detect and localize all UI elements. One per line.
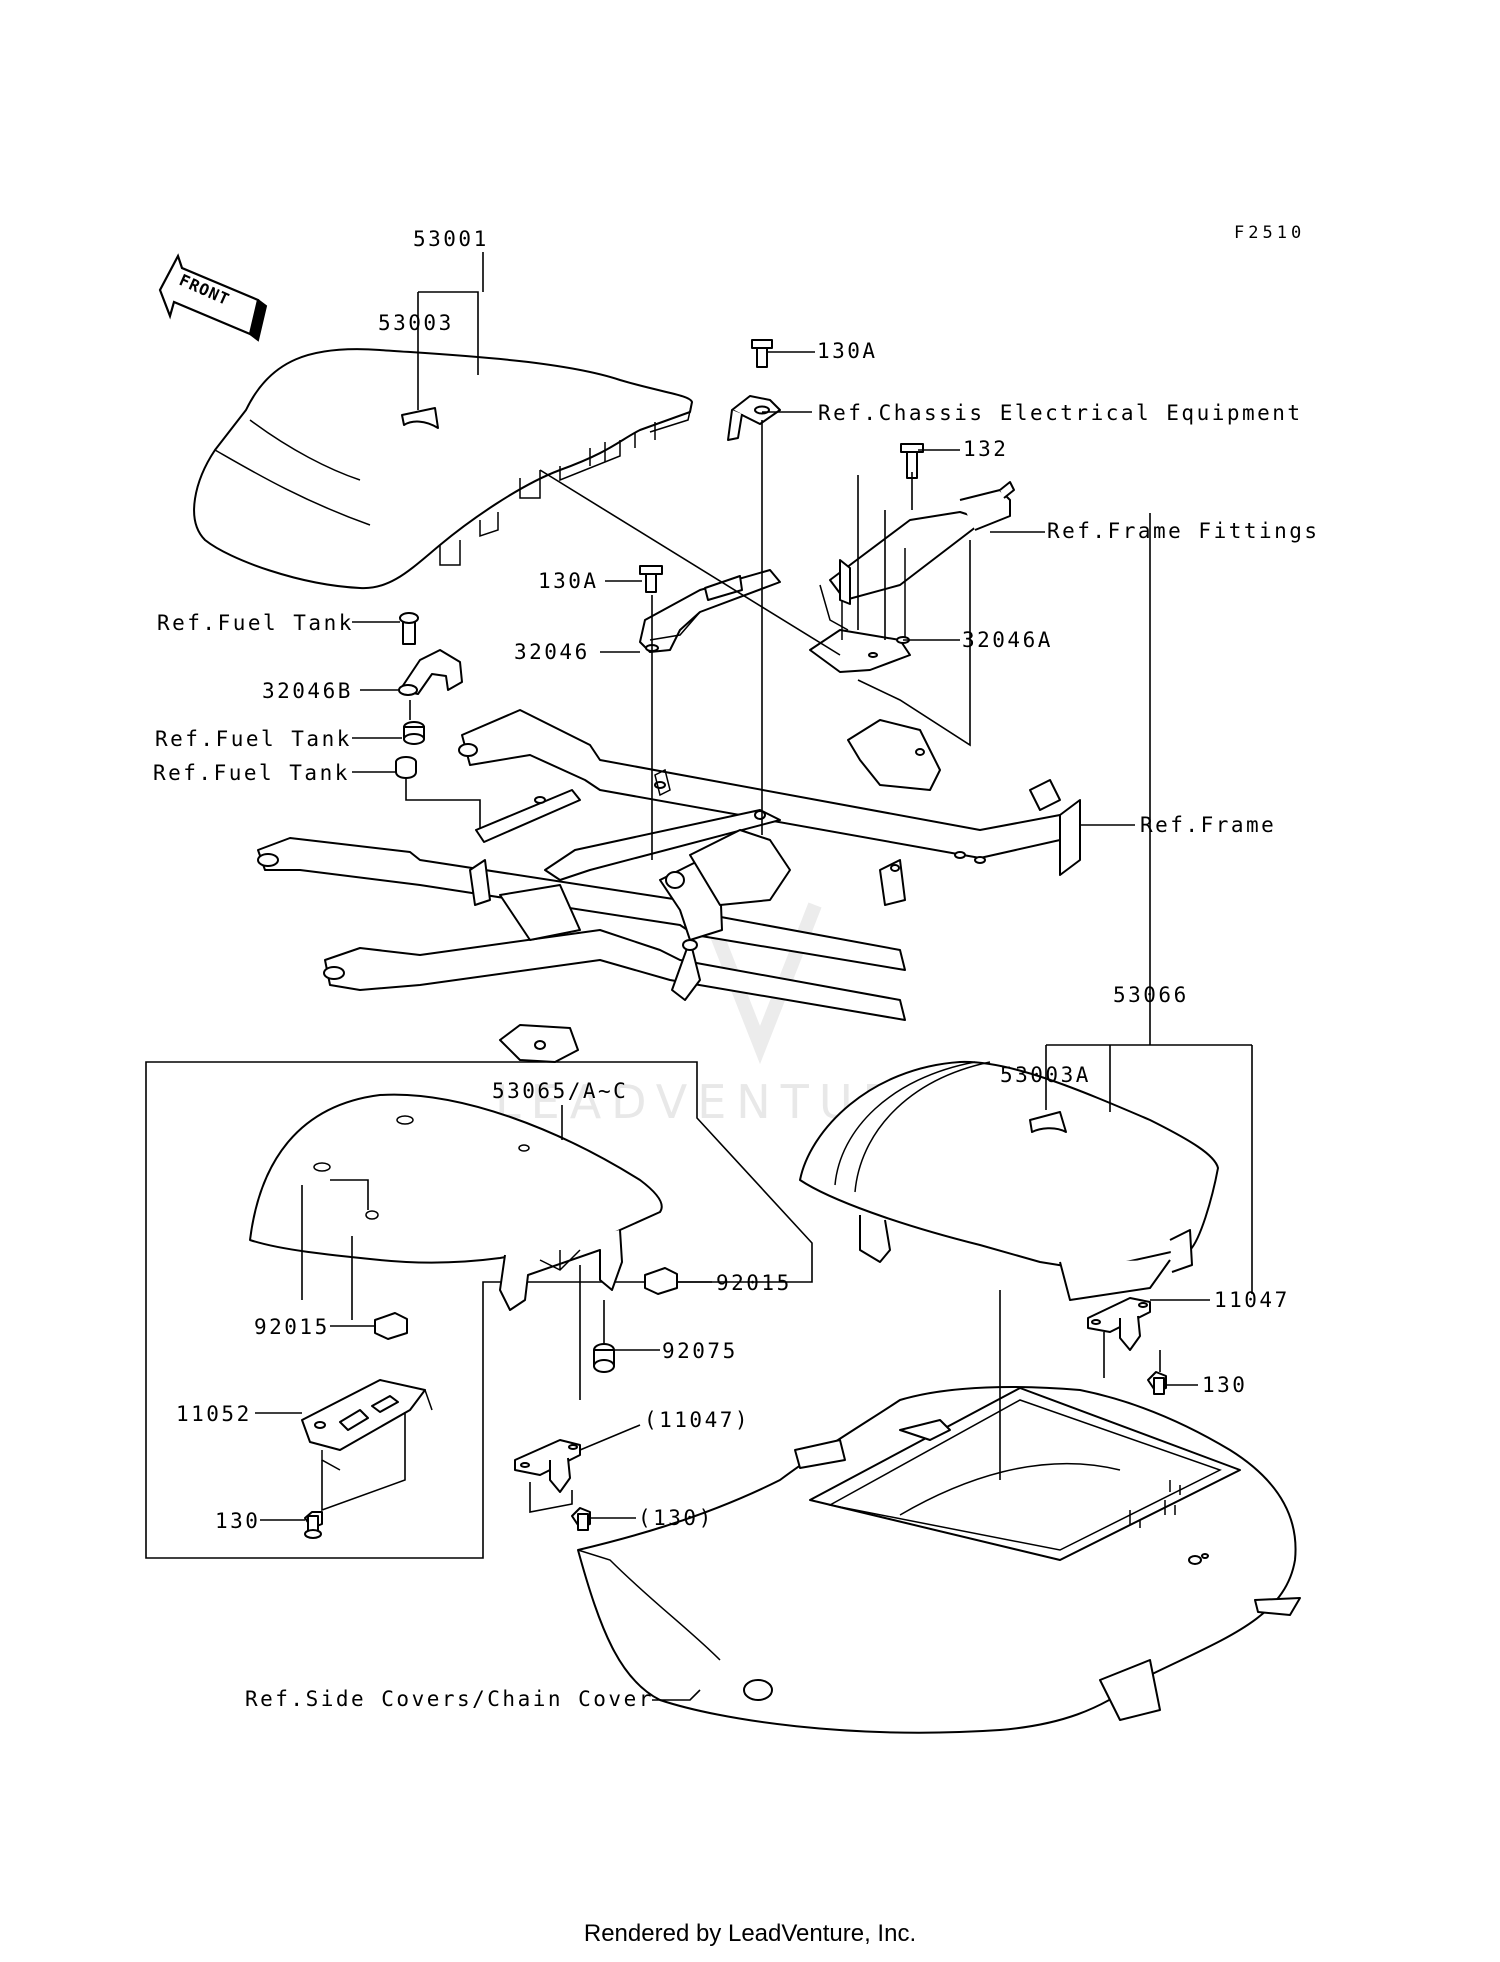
part-labels: 53001 53003 130A Ref.Chassis Electrical … [153,227,1320,1711]
label-ref-frame-fittings: Ref.Frame Fittings [1047,519,1320,543]
label-53066: 53066 [1113,983,1189,1007]
bracket-32046A [809,481,1015,673]
diagram-code: F2510 [1234,223,1305,243]
label-32046B: 32046B [262,679,353,703]
rider-seat-53001 [193,348,693,590]
bracket-32046 [639,565,781,653]
label-130-paren: (130) [638,1506,714,1530]
label-11052: 11052 [176,1402,252,1426]
rear-cowl [577,1386,1301,1734]
footer-credit: Rendered by LeadVenture, Inc. [583,1920,917,1947]
label-130-left: 130 [215,1509,260,1533]
latch-11047 [1087,1297,1167,1395]
leader-lines [255,252,1253,1701]
label-ref-fuel-tank-1: Ref.Fuel Tank [157,611,354,635]
label-92075: 92075 [662,1339,738,1363]
label-ref-fuel-tank-3: Ref.Fuel Tank [153,761,350,785]
label-92015-right: 92015 [716,1271,792,1295]
label-130A-top: 130A [817,339,878,363]
label-130-right: 130 [1202,1373,1247,1397]
label-132: 132 [963,437,1008,461]
label-11047-paren: (11047) [644,1408,750,1432]
latch-11047-paren [514,1439,591,1531]
label-53001: 53001 [413,227,489,251]
seat-cover-inset [145,1061,813,1559]
label-53065: 53065/A~C [492,1079,628,1103]
label-53003A: 53003A [1000,1063,1091,1087]
label-ref-frame: Ref.Frame [1140,813,1276,837]
label-32046A: 32046A [962,628,1053,652]
front-arrow-icon: FRONT [158,253,268,342]
label-92015-left: 92015 [254,1315,330,1339]
label-32046: 32046 [514,640,590,664]
label-ref-fuel-tank-2: Ref.Fuel Tank [155,727,352,751]
label-130A-mid: 130A [538,569,599,593]
label-53003: 53003 [378,311,454,335]
bracket-130A-chassis [727,339,781,441]
pillion-seat-53066 [799,1060,1219,1301]
rear-frame [257,709,1081,1063]
bracket-32046B [395,612,463,779]
label-ref-chassis-electrical: Ref.Chassis Electrical Equipment [818,401,1303,425]
label-ref-side-covers: Ref.Side Covers/Chain Cover [245,1687,654,1711]
label-11047: 11047 [1214,1288,1290,1312]
